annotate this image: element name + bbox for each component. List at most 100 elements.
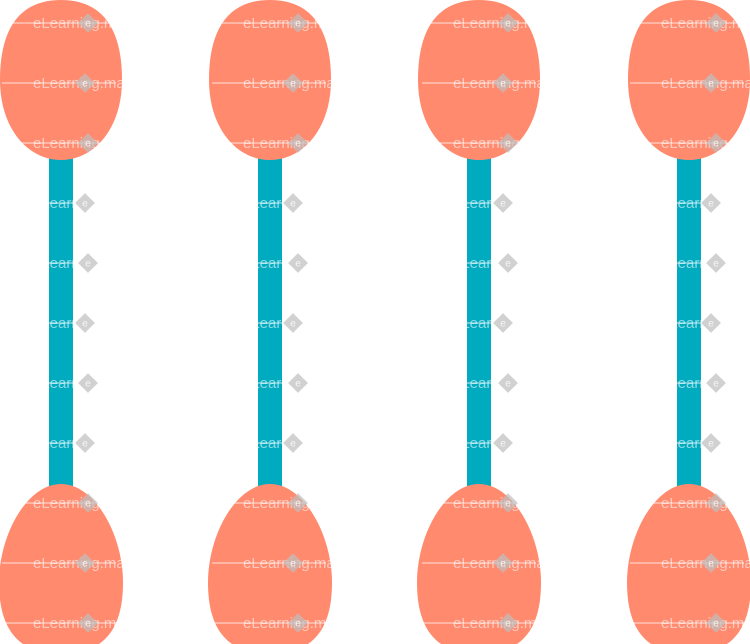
diamond-e-logo-icon xyxy=(75,313,95,333)
watermark-tile: eLearning.mae xyxy=(212,553,335,573)
diamond-e-logo-icon xyxy=(75,433,95,453)
watermark-badge: e xyxy=(85,619,91,630)
pin-3 xyxy=(417,0,541,644)
diamond-e-logo-icon xyxy=(701,313,721,333)
watermark-tile: eLearning.mae xyxy=(422,613,545,633)
watermark-tile: eLearning.mae xyxy=(212,193,335,213)
watermark-tile: eLearning.mae xyxy=(2,133,125,153)
pin-top-bulb xyxy=(418,0,540,160)
watermark-tile: eLearning.mae xyxy=(422,553,545,573)
watermark-text: eLearning.ma xyxy=(661,135,750,152)
diamond-e-logo-icon xyxy=(706,613,726,633)
watermark-badge: e xyxy=(295,379,301,390)
diamond-e-logo-icon xyxy=(493,433,513,453)
diamond-e-logo-icon xyxy=(288,133,308,153)
watermark-badge: e xyxy=(708,79,714,90)
diamond-e-logo-icon xyxy=(283,433,303,453)
watermark-tile: eLearning.mae xyxy=(630,493,750,513)
diamond-e-logo-icon xyxy=(498,373,518,393)
watermark-tile: eLearning.mae xyxy=(2,613,125,633)
watermark-tile: eLearning.mae xyxy=(212,493,335,513)
pin-stem xyxy=(258,130,282,510)
watermark-tile: eLearning.mae xyxy=(2,373,125,393)
pin-bottom-bulb xyxy=(417,484,541,644)
diamond-e-logo-icon xyxy=(283,193,303,213)
diamond-e-logo-icon xyxy=(283,313,303,333)
watermark-badge: e xyxy=(500,319,506,330)
watermark-tile: eLearning.mae xyxy=(422,313,545,333)
watermark-tile: eLearning.mae xyxy=(422,13,545,33)
diamond-e-logo-icon xyxy=(288,493,308,513)
watermark-tile: eLearning.mae xyxy=(212,13,335,33)
watermark-badge: e xyxy=(708,319,714,330)
watermark-tile: eLearning.mae xyxy=(2,433,125,453)
diamond-e-logo-icon xyxy=(78,253,98,273)
diamond-e-logo-icon xyxy=(701,553,721,573)
watermark-badge: e xyxy=(82,439,88,450)
diamond-e-logo-icon xyxy=(283,553,303,573)
watermark-tile: eLearning.mae xyxy=(422,193,545,213)
pin-stem xyxy=(467,130,491,510)
watermark-badge: e xyxy=(82,559,88,570)
diamond-e-logo-icon xyxy=(701,433,721,453)
watermark-badge: e xyxy=(290,319,296,330)
watermark-badge: e xyxy=(290,439,296,450)
watermark-text: eLearning.ma xyxy=(661,255,750,272)
watermark-badge: e xyxy=(713,259,719,270)
watermark-tile: eLearning.mae xyxy=(2,253,125,273)
watermark-badge: e xyxy=(713,619,719,630)
watermark-tile: eLearning.mae xyxy=(630,553,750,573)
watermark-tile: eLearning.mae xyxy=(2,73,125,93)
diamond-e-logo-icon xyxy=(78,373,98,393)
watermark-tile: eLearning.mae xyxy=(630,613,750,633)
watermark-tile: eLearning.mae xyxy=(630,133,750,153)
watermark-tile: eLearning.mae xyxy=(422,253,545,273)
watermark-badge: e xyxy=(295,619,301,630)
watermark-tile: eLearning.mae xyxy=(630,313,750,333)
watermark-tile: eLearning.mae xyxy=(2,193,125,213)
diamond-e-logo-icon xyxy=(78,13,98,33)
watermark-badge: e xyxy=(713,139,719,150)
watermark-tile: eLearning.mae xyxy=(212,73,335,93)
watermark-layer: eLearning.maeeLearning.maeeLearning.maee… xyxy=(2,13,750,633)
watermark-badge: e xyxy=(82,319,88,330)
watermark-tile: eLearning.mae xyxy=(212,313,335,333)
watermark-badge: e xyxy=(82,79,88,90)
pin-bottom-bulb xyxy=(0,484,123,644)
watermark-text: eLearning.ma xyxy=(661,615,750,632)
watermark-tile: eLearning.mae xyxy=(422,73,545,93)
diamond-e-logo-icon xyxy=(498,613,518,633)
pin-top-bulb xyxy=(628,0,750,160)
watermark-badge: e xyxy=(708,439,714,450)
watermark-badge: e xyxy=(505,259,511,270)
watermark-tile: eLearning.mae xyxy=(2,13,125,33)
watermark-badge: e xyxy=(500,559,506,570)
pin-top-bulb xyxy=(0,0,122,160)
diamond-e-logo-icon xyxy=(706,493,726,513)
diamond-e-logo-icon xyxy=(288,13,308,33)
watermark-badge: e xyxy=(85,19,91,30)
watermark-badge: e xyxy=(290,79,296,90)
watermark-badge: e xyxy=(505,139,511,150)
diamond-e-logo-icon xyxy=(288,253,308,273)
pin-4 xyxy=(627,0,750,644)
pin-top-bulb xyxy=(209,0,331,160)
watermark-badge: e xyxy=(290,559,296,570)
watermark-badge: e xyxy=(500,199,506,210)
pin-2 xyxy=(208,0,332,644)
watermark-tile: eLearning.mae xyxy=(630,373,750,393)
diamond-e-logo-icon xyxy=(706,373,726,393)
diamond-e-logo-icon xyxy=(493,313,513,333)
diamond-e-logo-icon xyxy=(75,73,95,93)
watermark-badge: e xyxy=(708,199,714,210)
watermark-tile: eLearning.mae xyxy=(422,373,545,393)
watermark-badge: e xyxy=(82,199,88,210)
watermark-tile: eLearning.mae xyxy=(212,133,335,153)
watermark-tile: eLearning.mae xyxy=(630,73,750,93)
watermark-badge: e xyxy=(295,499,301,510)
watermark-badge: e xyxy=(500,439,506,450)
diamond-e-logo-icon xyxy=(75,193,95,213)
diamond-e-logo-icon xyxy=(78,493,98,513)
watermark-text: eLearning.ma xyxy=(661,15,750,32)
